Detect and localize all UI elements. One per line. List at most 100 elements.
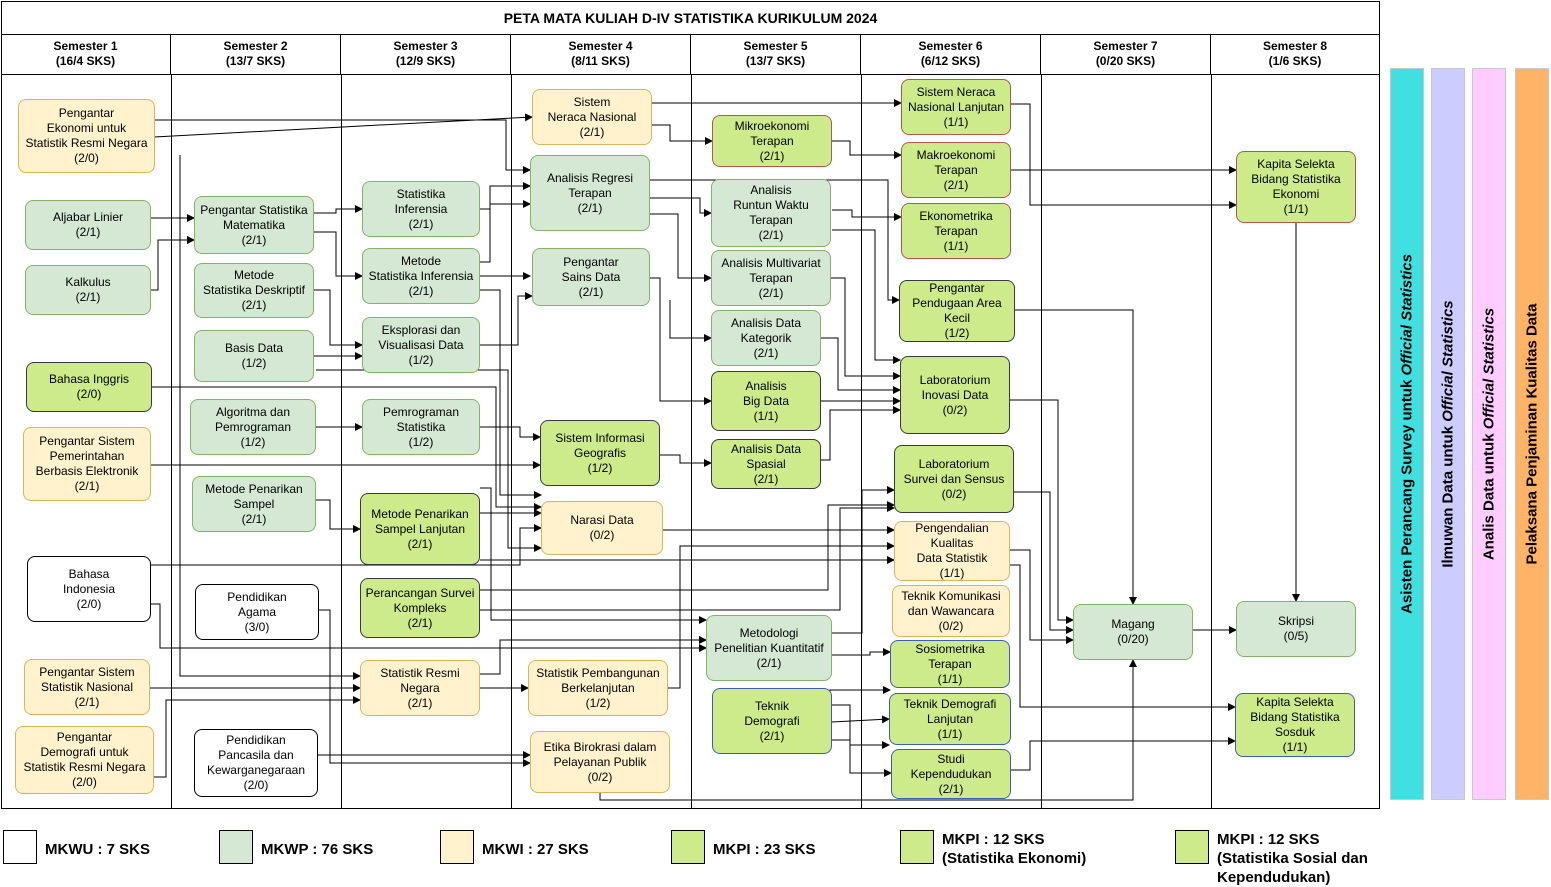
course-text-line: (1/2)	[241, 356, 267, 370]
prerequisite-arrow	[151, 236, 195, 291]
course-text-line: Perancangan Survei	[365, 585, 475, 600]
legend-swatch	[671, 830, 705, 864]
course-text-line: Basis Data	[224, 341, 284, 355]
prerequisite-arrow	[179, 155, 361, 680]
course-text-line: Demografi	[744, 713, 800, 728]
course-text-line: Pengantar	[563, 254, 619, 269]
prerequisite-arrow	[1011, 103, 1237, 209]
prerequisite-arrow	[832, 648, 891, 656]
semester-sks: (8/11 SKS)	[571, 54, 630, 68]
prerequisite-arrow	[151, 524, 542, 566]
course-text-line: Terapan	[928, 656, 972, 671]
prerequisite-arrow	[314, 205, 363, 214]
semester-column-divider	[1, 75, 172, 809]
legend-label-line: MKWP : 76 SKS	[261, 841, 374, 858]
course-text-line: (1/2)	[587, 460, 613, 475]
course-text-line: Magang	[1111, 617, 1155, 631]
course-skripsi: Skripsi(0/5)	[1236, 601, 1356, 657]
course-text-line: Terapan	[934, 162, 978, 177]
legend-swatch	[219, 830, 253, 864]
course-text-line: Spasial	[746, 456, 786, 471]
legend-label-line: (Statistika Sosial dan	[1217, 850, 1368, 867]
prerequisite-arrow	[480, 487, 707, 624]
course-text-line: (2/1)	[579, 124, 605, 139]
prerequisite-arrow	[832, 739, 892, 777]
course-text-line: Sistem	[573, 94, 611, 109]
course-text-line: Sains Data	[561, 269, 621, 284]
course-text-line: (2/0)	[243, 778, 269, 792]
course-text-line: Terapan	[749, 213, 793, 227]
course-text-line: Kompleks	[393, 600, 447, 615]
course-text-line: Analisis	[745, 378, 787, 393]
career-pelaksana: Pelaksana Penjaminan Kualitas Data	[1515, 68, 1549, 800]
prerequisite-arrow	[832, 209, 902, 221]
course-text-line: Analisis Regresi	[546, 170, 634, 185]
course-text-line: Indonesia	[62, 581, 116, 596]
course-text-line: (2/1)	[241, 232, 267, 247]
course-text-line: (2/0)	[76, 387, 102, 401]
prerequisite-arrow	[650, 197, 712, 217]
course-text-line: (0/2)	[938, 618, 964, 633]
semester-header-6: Semester 6(6/12 SKS)	[861, 35, 1041, 75]
semester-header-3: Semester 3(12/9 SKS)	[341, 35, 511, 75]
legend-label-line: Kependudukan)	[1217, 869, 1331, 886]
course-text-line: (2/1)	[75, 290, 101, 304]
legend-label: MKWI : 27 SKS	[482, 840, 589, 859]
course-text-line: dan Wawancara	[907, 603, 995, 618]
course-text-line: (3/0)	[244, 619, 270, 634]
course-text-line: Pengantar	[58, 106, 115, 120]
course-text-line: Big Data	[742, 393, 790, 408]
semester-name: Semester 5	[743, 39, 808, 53]
course-text-line: (2/1)	[241, 511, 267, 526]
course-text-line: Metode Penarikan	[205, 481, 303, 496]
semester-sks: (13/7 SKS)	[225, 54, 286, 68]
course-text-line: Metode	[400, 253, 442, 268]
course-text-line: Data Statistik	[916, 551, 988, 565]
semester-name: Semester 2	[223, 39, 288, 53]
course-text-line: (0/2)	[589, 528, 615, 542]
course-text-line: Pengantar Statistika	[200, 202, 308, 217]
page-title: PETA MATA KULIAH D-IV STATISTIKA KURIKUL…	[1, 1, 1380, 35]
course-text-line: Pelayanan Publik	[553, 754, 647, 769]
career-asisten: Asisten Perancang Survey untuk Official …	[1390, 68, 1424, 800]
course-text-line: Statistika	[396, 419, 446, 434]
prerequisite-arrow	[1010, 399, 1074, 624]
course-text-line: Pendidikan	[226, 733, 286, 747]
course-text-line: Terapan	[750, 133, 794, 148]
course-text-line: Berkelanjutan	[561, 680, 635, 695]
course-text-line: (2/1)	[577, 200, 603, 215]
prerequisite-arrow	[832, 486, 895, 634]
legend-swatch	[440, 830, 474, 864]
course-text-line: Berbasis Elektronik	[35, 464, 139, 478]
prerequisite-arrow	[821, 337, 901, 394]
course-text-line: Teknik Komunikasi	[901, 588, 1001, 603]
course-text-line: Analisis Data	[730, 441, 802, 456]
course-text-line: Inovasi Data	[921, 387, 989, 402]
course-text-line: (2/1)	[407, 536, 433, 551]
course-text-line: Mikroekonomi	[734, 118, 810, 133]
course-text-line: Pendidikan	[227, 589, 287, 604]
course-text-line: (1/2)	[240, 434, 266, 449]
course-text-line: Runtun Waktu	[733, 198, 809, 212]
prerequisite-arrow	[1015, 309, 1137, 605]
prerequisite-arrow	[480, 501, 895, 591]
course-text-line: (2/1)	[75, 225, 101, 239]
course-text-line: Kapita Selekta	[1257, 157, 1335, 171]
legend-label: MKWP : 76 SKS	[261, 840, 373, 859]
